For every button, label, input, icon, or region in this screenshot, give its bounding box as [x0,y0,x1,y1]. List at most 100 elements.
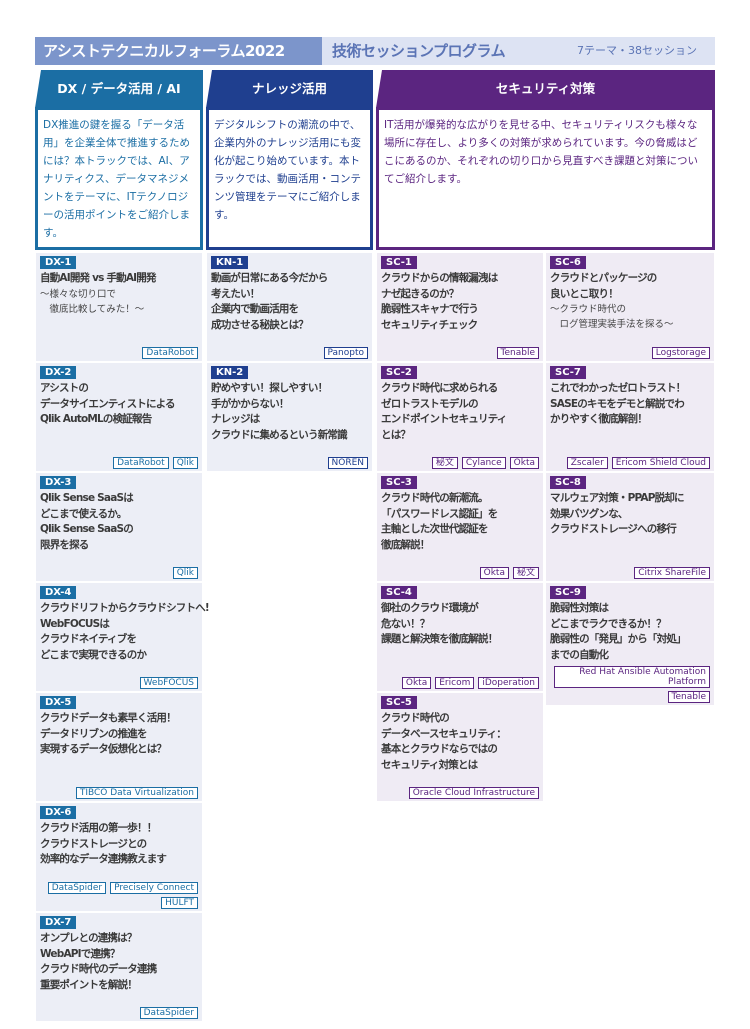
product-tags: Citrix ShareFile [550,562,710,579]
session-title: これでわかったゼロトラスト！ SASEのキモをデモと解説でわ かりやすく徹底解剖… [550,382,686,425]
product-tag: DataRobot [113,457,169,469]
session-id-badge: KN-1 [211,256,249,269]
product-tag: Oracle Cloud Infrastructure [408,787,539,799]
product-tags: NOREN [211,452,368,469]
product-tag: Logstorage [651,347,710,359]
product-tags: DataRobot [40,342,198,359]
track-header-dx: DX / データ活用 / AI [35,70,203,108]
product-tag: WebFOCUS [139,677,198,689]
page-header: アシストテクニカルフォーラム2022 技術セッションプログラム 7テーマ・38セ… [35,37,715,65]
session-id-badge: SC-7 [550,366,586,379]
session-card[interactable]: DX-4 クラウドリフトからクラウドシフトへ! WebFOCUSは クラウドネイテ… [36,583,210,691]
session-card[interactable]: DX-2 アシストの データサイエンティストによる Qlik AutoMLの検証報… [36,363,202,471]
session-title: 貯めやすい！探しやすい！ 手がかからない！ ナレッジは クラウドに集めるという新… [211,382,348,441]
product-tags: Logstorage [550,342,710,359]
product-tag: 秘文 [431,457,458,469]
session-title: Qlik Sense SaaSは どこまで使えるか。 Qlik Sense Sa… [40,492,134,551]
session-id-badge: SC-9 [550,586,586,599]
session-card[interactable]: SC-6 クラウドとパッケージの 良いとこ取り！ ～クラウド時代の ログ管理実装手法… [546,253,714,361]
session-id-badge: SC-5 [381,696,417,709]
product-tag: Citrix ShareFile [634,567,710,579]
product-tags: Panopto [211,342,368,359]
program-title: 技術セッションプログラム [332,42,506,60]
session-title: クラウド活用の第一歩！！ クラウドストレージとの 効率的なデータ連携教えます [40,822,167,865]
product-tags: DataSpider [40,1002,198,1019]
product-tags: WebFOCUS [40,672,198,689]
session-id-badge: DX-6 [40,806,77,819]
product-tag: 秘文 [512,567,539,579]
session-title: クラウドからの情報漏洩は ナゼ起きるのか？ 脆弱性スキャナで行う セキュリティチ… [381,272,498,331]
session-id-badge: SC-2 [381,366,417,379]
session-title: マルウェア対策・PPAP脱却に 効果バツグンな、 クラウドストレージへの移行 [550,492,685,535]
session-card[interactable]: KN-1 動画が日常にある今だから 考えたい！ 企業内で動画活用を 成功させる秘訣… [207,253,372,361]
product-tags: TIBCO Data Virtualization [40,782,198,799]
product-tag: Okta [509,457,539,469]
product-tag: DataSpider [47,882,107,894]
session-id-badge: DX-3 [40,476,77,489]
session-card[interactable]: DX-6 クラウド活用の第一歩！！ クラウドストレージとの 効率的なデータ連携教え… [36,803,202,911]
session-title: クラウド時代の データベースセキュリティ： 基本とクラウドならではの セキュリテ… [381,712,507,771]
session-id-badge: DX-1 [40,256,77,269]
session-title: 御社のクラウド環境が 危ない！？ 課題と解決策を徹底解説！ [381,602,498,645]
session-title: クラウドリフトからクラウドシフトへ! WebFOCUSは クラウドネイティブを … [40,602,210,661]
session-id-badge: SC-4 [381,586,417,599]
product-tag: Zscaler [566,457,608,469]
session-title: 自動AI開発 vs 手動AI開発 [40,272,156,284]
session-card[interactable]: SC-8 マルウェア対策・PPAP脱却に 効果バツグンな、 クラウドストレージへの… [546,473,714,581]
product-tag: Panopto [323,347,368,359]
session-title: 脆弱性対策は どこまでラクできるか！？ 脆弱性の「発見」から「対処」 までの自動… [550,602,687,661]
session-title: 動画が日常にある今だから 考えたい！ 企業内で動画活用を 成功させる秘訣とは？ [211,272,328,331]
session-card[interactable]: SC-1 クラウドからの情報漏洩は ナゼ起きるのか？ 脆弱性スキャナで行う セキュ… [377,253,543,361]
session-title: クラウドデータも素早く活用！ データドリブンの推進を 実現するデータ仮想化とは？ [40,712,177,755]
session-title: オンプレとの連携は？ WebAPIで連携？ クラウド時代のデータ連携 重要ポイン… [40,932,157,991]
product-tag: iDoperation [478,677,539,689]
product-tag: NOREN [327,457,368,469]
product-tag: Tenable [667,691,710,703]
session-id-badge: DX-7 [40,916,77,929]
product-tag: Okta [401,677,432,689]
product-tags: Oracle Cloud Infrastructure [381,782,539,799]
session-title: クラウド時代の新潮流。 「パスワードレス認証」を 主軸とした次世代認証を 徹底解… [381,492,498,551]
product-tag: HULFT [161,897,198,909]
session-card[interactable]: SC-5 クラウド時代の データベースセキュリティ： 基本とクラウドならではの セ… [377,693,543,801]
session-card[interactable]: SC-2 クラウド時代に求められる ゼロトラストモデルの エンドポイントセキュリテ… [377,363,543,471]
session-summary: 7テーマ・38セッション [577,44,697,57]
product-tag: Red Hat Ansible Automation Platform [554,666,710,688]
product-tag: Precisely Connect [110,882,198,894]
product-tag: DataSpider [139,1007,198,1019]
product-tag: DataRobot [142,347,198,359]
session-card[interactable]: DX-7 オンプレとの連携は？ WebAPIで連携？ クラウド時代のデータ連携 重… [36,913,202,1021]
session-title: クラウド時代に求められる ゼロトラストモデルの エンドポイントセキュリティ とは… [381,382,507,441]
session-card[interactable]: SC-9 脆弱性対策は どこまでラクできるか！？ 脆弱性の「発見」から「対処」 ま… [546,583,714,705]
session-card[interactable]: SC-7 これでわかったゼロトラスト！ SASEのキモをデモと解説でわ かりやすく… [546,363,714,471]
track-description-dx: DX推進の鍵を握る「データ活用」を企業全体で推進するためには？本トラックでは、A… [35,107,203,250]
session-title: クラウドとパッケージの 良いとこ取り！ [550,272,657,300]
session-id-badge: SC-6 [550,256,586,269]
session-id-badge: SC-8 [550,476,586,489]
product-tag: Qlik [172,457,198,469]
session-id-badge: DX-4 [40,586,77,599]
forum-title: アシストテクニカルフォーラム2022 [35,37,322,65]
track-description-kn: デジタルシフトの潮流の中で、企業内外のナレッジ活用にも変化が起こり始めています。… [206,107,373,250]
product-tag: Qlik [172,567,198,579]
product-tags: Qlik [40,562,198,579]
session-id-badge: DX-2 [40,366,77,379]
product-tag: Ericom [435,677,475,689]
product-tag: TIBCO Data Virtualization [75,787,198,799]
session-title: アシストの データサイエンティストによる Qlik AutoMLの検証報告 [40,382,176,425]
session-id-badge: SC-1 [381,256,417,269]
session-subtitle: ～クラウド時代の ログ管理実装手法を探る～ [550,304,674,330]
product-tag: Okta [479,567,509,579]
track-header-sc: セキュリティ対策 [376,70,715,108]
